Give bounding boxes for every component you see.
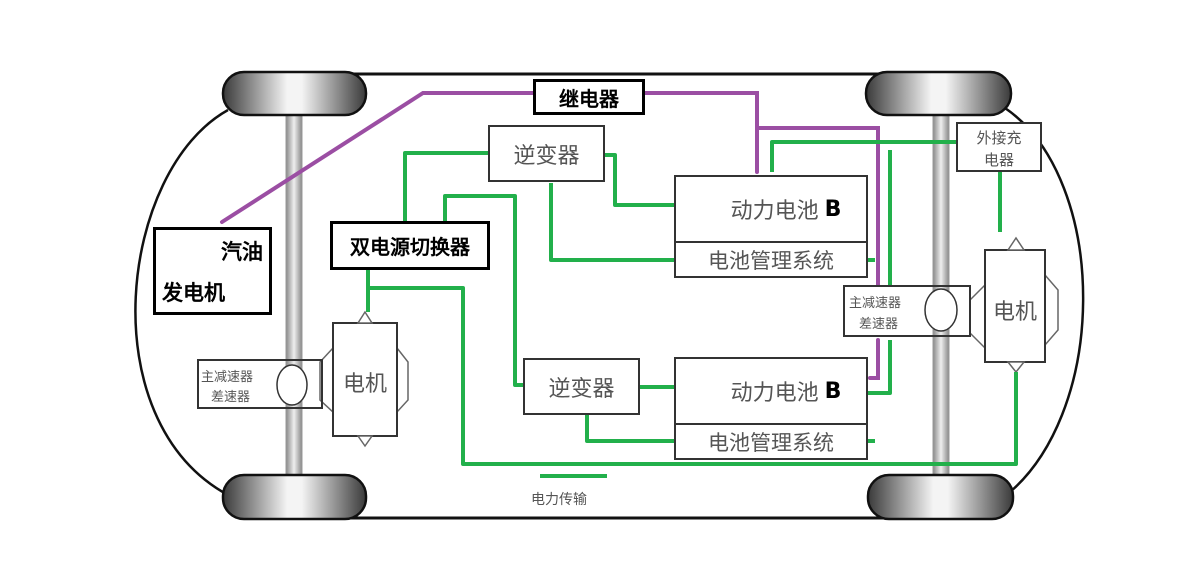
gasoline-generator-label-line2: 发电机: [162, 281, 225, 305]
battery-top-suffix: B: [824, 196, 842, 222]
relay-line-generator: [220, 91, 537, 224]
motor-left-flange-right: [396, 345, 409, 414]
tire-front-bottom: [221, 473, 368, 521]
front-axle: [285, 109, 303, 481]
battery-top-label: 动力电池: [730, 199, 819, 224]
gasoline-generator-box: 汽油 发电机: [153, 227, 272, 315]
tire-front-top: [221, 70, 368, 117]
car-body-outline: [290, 72, 940, 520]
dual-power-switch-label: 双电源切换器: [350, 235, 470, 259]
reducer-left-label-line2: 差速器: [211, 390, 251, 405]
reducer-right-box: 主减速器 差速器: [843, 285, 923, 337]
reducer-left-label-line1: 主减速器: [201, 370, 254, 385]
power-inverter-top-to-battery: [605, 153, 678, 207]
reducer-left-housing: [271, 359, 323, 409]
reducer-right-label-line2: 差速器: [859, 317, 899, 332]
motor-left-body: [332, 322, 398, 437]
reducer-right-label-line1: 主减速器: [849, 296, 902, 311]
relay-label: 继电器: [559, 86, 619, 111]
reducer-right-gear: [924, 288, 958, 332]
car-body-rear-curve: [999, 106, 1085, 502]
relay-box: 继电器: [533, 79, 645, 115]
external-charger-box: 外接充 电器: [956, 122, 1042, 172]
relay-line-lower: [868, 338, 880, 380]
power-switch-to-inverter-top: [403, 151, 488, 222]
reducer-right-housing: [921, 285, 971, 337]
motor-left-terminal-bottom: [356, 435, 374, 448]
motor-right-label: 电机: [992, 300, 1037, 325]
motor-right-terminal-top: [1006, 236, 1026, 251]
power-inverter-top-to-bms: [549, 183, 678, 262]
motor-left-label: 电机: [342, 372, 387, 397]
relay-line-down: [755, 126, 880, 287]
motor-right-terminal-bottom: [1006, 361, 1026, 374]
power-switch-branch: [368, 286, 1018, 466]
inverter-bottom-label: 逆变器: [548, 376, 615, 402]
inverter-top-box: 逆变器: [488, 125, 605, 182]
battery-bottom-box: 动力电池 B: [674, 357, 868, 425]
external-charger-label-line2: 电器: [983, 151, 1014, 169]
tire-rear-bottom: [866, 473, 1015, 521]
reducer-left-box: 主减速器 差速器: [197, 359, 273, 409]
motor-left-terminal-top: [356, 310, 374, 324]
relay-wiring: [220, 91, 880, 380]
motor-right-flange-right: [1044, 272, 1059, 348]
power-riser-right-lower: [868, 340, 892, 395]
reducer-left-gear: [276, 364, 308, 406]
inverter-bottom-box: 逆变器: [523, 358, 640, 415]
inverter-top-label: 逆变器: [513, 143, 580, 169]
power-battery-top-to-charger: [770, 140, 958, 172]
external-charger-label-line1: 外接充: [976, 129, 1022, 147]
relay-line-battery: [633, 91, 759, 174]
bms-bottom-label: 电池管理系统: [708, 430, 834, 455]
gasoline-generator-label-line1: 汽油: [221, 240, 263, 264]
car-body-front-curve: [134, 108, 229, 497]
bms-top-box: 电池管理系统: [674, 241, 868, 278]
power-inverter-bottom-to-bms: [585, 415, 678, 443]
motor-right-flange-left: [969, 283, 986, 350]
legend-power-transmission-label: 电力传输: [531, 492, 587, 508]
bms-top-label: 电池管理系统: [708, 248, 834, 273]
bms-bottom-box: 电池管理系统: [674, 423, 868, 460]
tire-rear-top: [864, 70, 1013, 117]
power-wiring: [366, 140, 1018, 478]
dual-power-switch-box: 双电源切换器: [330, 221, 490, 270]
power-switch-to-inverter-bottom: [443, 194, 525, 387]
battery-bottom-label: 动力电池: [730, 381, 819, 406]
battery-top-box: 动力电池 B: [674, 175, 868, 243]
battery-bottom-suffix: B: [824, 378, 842, 404]
